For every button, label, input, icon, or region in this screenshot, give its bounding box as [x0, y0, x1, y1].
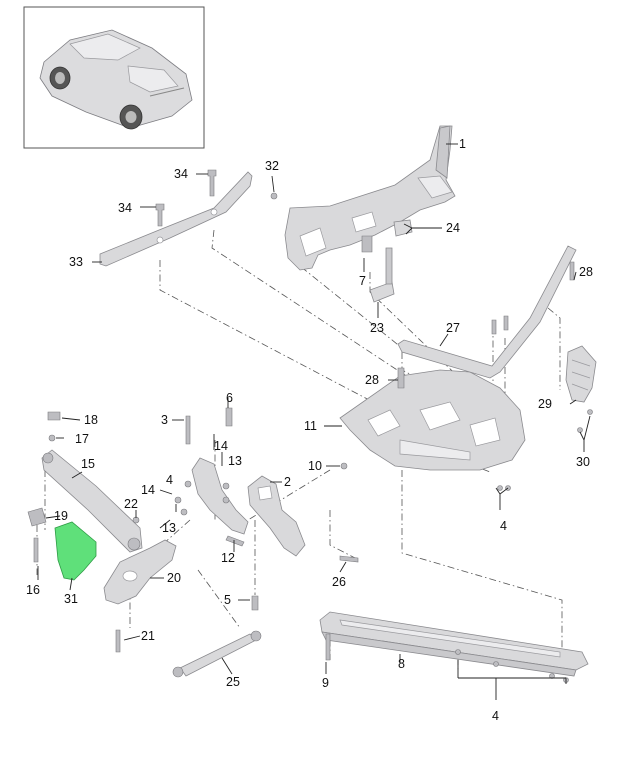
callout-3: 3 [161, 413, 168, 427]
part-29-bracket-plate [565, 345, 597, 403]
part-15-link-arm [41, 449, 143, 553]
callout-6: 6 [226, 391, 233, 405]
callout-23: 23 [370, 321, 384, 335]
callout-1: 1 [459, 137, 466, 151]
callout-28: 28 [579, 265, 593, 279]
callout-13: 13 [162, 521, 176, 535]
callout-31: 31 [64, 592, 78, 606]
callout-26: 26 [332, 575, 346, 589]
callout-15: 15 [81, 457, 95, 471]
callout-21: 21 [141, 629, 155, 643]
callout-17: 17 [75, 432, 89, 446]
callout-16: 16 [26, 583, 40, 597]
callout-28: 28 [365, 373, 379, 387]
callout-2: 2 [284, 475, 291, 489]
part-2-bracket [247, 475, 306, 557]
callout-34: 34 [118, 201, 132, 215]
callout-27: 27 [446, 321, 460, 335]
fasteners [27, 169, 593, 683]
car-illustration [39, 29, 193, 130]
callout-25: 25 [226, 675, 240, 689]
callout-24: 24 [446, 221, 460, 235]
part-25-tie-rod [172, 630, 262, 678]
callout-22: 22 [124, 497, 138, 511]
callout-18: 18 [84, 413, 98, 427]
callout-4: 4 [500, 519, 507, 533]
callout-8: 8 [398, 657, 405, 671]
callout-32: 32 [265, 159, 279, 173]
part-8-cross-member [319, 611, 589, 677]
callout-4: 4 [492, 709, 499, 723]
leader-lines [37, 143, 591, 700]
callout-5: 5 [224, 593, 231, 607]
callout-9: 9 [322, 676, 329, 690]
callout-30: 30 [576, 455, 590, 469]
callout-10: 10 [308, 459, 322, 473]
vehicle-thumbnail [23, 6, 205, 149]
callout-7: 7 [359, 274, 366, 288]
callout-19: 19 [54, 509, 68, 523]
callout-14: 14 [214, 439, 228, 453]
callout-14: 14 [141, 483, 155, 497]
part-1-main-carrier [284, 125, 456, 271]
callout-33: 33 [69, 255, 83, 269]
part-31-highlighted-bracket [54, 521, 97, 581]
callout-labels: 1 2 3 4 4 4 5 6 7 8 9 10 11 12 13 13 14 … [26, 137, 593, 723]
part-27-strut-rod [397, 245, 577, 379]
callout-12: 12 [221, 551, 235, 565]
callout-13: 13 [228, 454, 242, 468]
callout-11: 11 [304, 419, 317, 433]
callout-20: 20 [167, 571, 181, 585]
part-20-lower-arm [103, 539, 177, 605]
part-11-shield-plate [339, 369, 526, 471]
callout-4: 4 [166, 473, 173, 487]
callout-34: 34 [174, 167, 188, 181]
part-33-cross-bar [99, 171, 253, 267]
callout-29: 29 [538, 397, 552, 411]
part-14-subframe-arm [191, 457, 249, 535]
